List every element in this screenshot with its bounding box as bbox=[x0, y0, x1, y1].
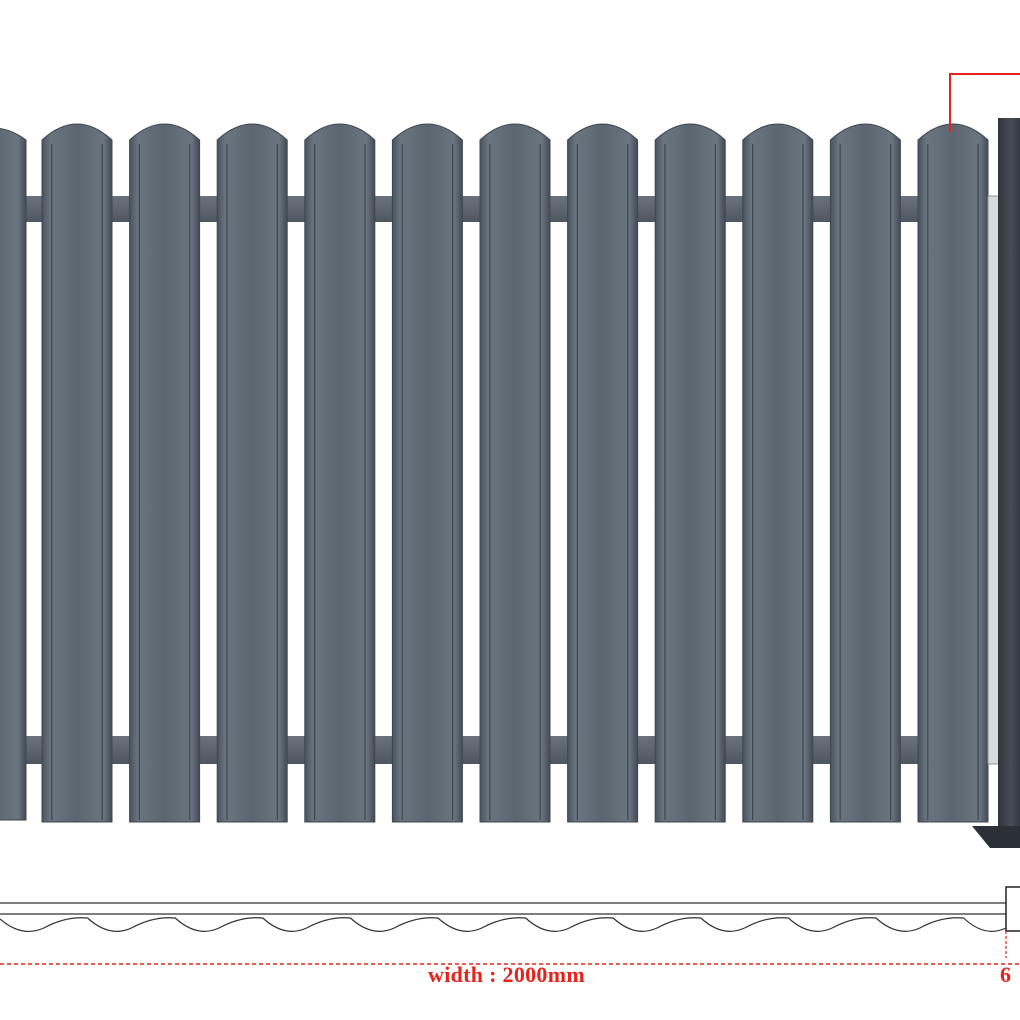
picket-body bbox=[917, 123, 989, 823]
width-dimension-label: width : 2000mm bbox=[428, 962, 585, 987]
picket bbox=[391, 123, 463, 823]
picket-body bbox=[304, 123, 376, 823]
picket-body bbox=[41, 123, 113, 823]
picket bbox=[654, 123, 726, 823]
height-dimension-bracket bbox=[949, 73, 1020, 132]
picket-body bbox=[654, 123, 726, 823]
picket-body bbox=[567, 123, 639, 823]
picket bbox=[742, 123, 814, 823]
post-base-plate bbox=[972, 826, 1020, 848]
picket bbox=[129, 123, 201, 823]
picket-body bbox=[829, 123, 901, 823]
picket bbox=[304, 123, 376, 823]
picket bbox=[479, 123, 551, 823]
profile-post bbox=[1005, 886, 1020, 932]
picket-partial-left bbox=[0, 128, 27, 821]
picket bbox=[216, 123, 288, 823]
picket-body bbox=[742, 123, 814, 823]
picket-body bbox=[216, 123, 288, 823]
picket-body bbox=[479, 123, 551, 823]
post-body bbox=[998, 118, 1020, 848]
pickets bbox=[41, 123, 1020, 823]
height-dimension-label-partial: 6 bbox=[1000, 962, 1011, 987]
picket bbox=[829, 123, 901, 823]
picket bbox=[41, 123, 113, 823]
fence-post bbox=[972, 118, 1020, 848]
picket-body bbox=[391, 123, 463, 823]
picket bbox=[917, 123, 989, 823]
picket bbox=[567, 123, 639, 823]
profile-outline bbox=[0, 886, 1020, 958]
profile-wave bbox=[0, 917, 1007, 933]
picket-body bbox=[129, 123, 201, 823]
